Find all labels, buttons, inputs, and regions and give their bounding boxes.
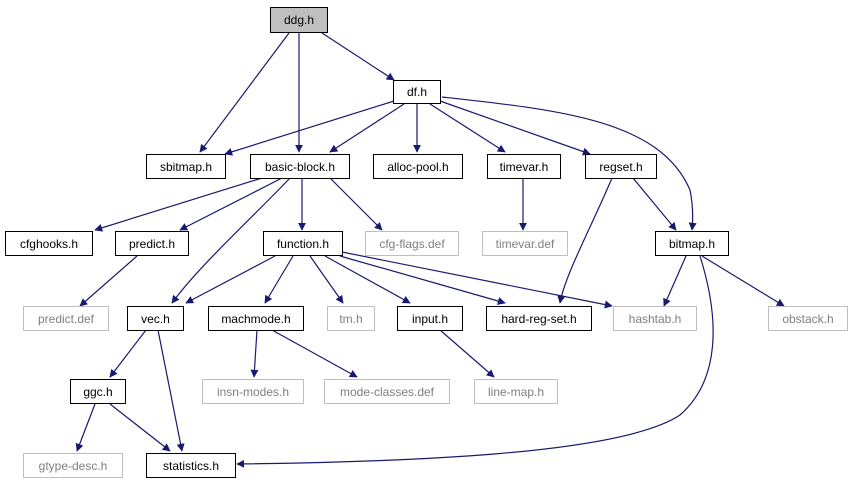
edge-regset-to-hard-reg-set [557,177,613,304]
edge-basic-block-to-vec [171,177,291,304]
node-statistics-h[interactable]: statistics.h [146,453,236,478]
node-sbitmap-h[interactable]: sbitmap.h [146,154,226,179]
edge-function-to-tm [309,255,344,304]
node-insn-modes-h[interactable]: insn-modes.h [202,379,304,404]
node-hard-reg-set-h[interactable]: hard-reg-set.h [486,306,592,331]
edge-ggc-to-statistics [109,403,171,452]
node-basic-block-h[interactable]: basic-block.h [250,154,350,179]
edge-function-to-hashtab [341,251,613,309]
node-cfg-flags-def[interactable]: cfg-flags.def [365,231,459,256]
node-vec-h[interactable]: vec.h [127,306,184,331]
edge-function-to-input [324,255,411,304]
edge-df-to-basic-block [329,103,405,153]
edge-vec-to-ggc [109,329,147,378]
edge-df-to-bitmap [441,96,697,231]
node-ddg-h[interactable]: ddg.h [270,7,328,33]
edge-df-to-regset [439,100,591,156]
node-line-map-h[interactable]: line-map.h [474,379,558,404]
edge-ddg-to-df [321,32,395,81]
node-tm-h[interactable]: tm.h [327,306,375,331]
node-obstack-h[interactable]: obstack.h [768,306,848,331]
edge-bitmap-to-statistics [236,255,714,468]
node-timevar-h[interactable]: timevar.h [487,154,561,179]
edge-regset-to-bitmap [632,177,677,231]
node-mode-classes-def[interactable]: mode-classes.def [324,379,450,404]
node-df-h[interactable]: df.h [393,80,441,104]
edge-input-to-line-map [439,329,495,378]
node-predict-h[interactable]: predict.h [115,231,189,256]
node-function-h[interactable]: function.h [263,231,343,256]
edge-bitmap-to-obstack [701,255,785,307]
node-input-h[interactable]: input.h [397,306,463,331]
node-machmode-h[interactable]: machmode.h [208,306,304,331]
edge-machmode-to-mode-classes [271,329,358,378]
edge-predict-to-predict-def [79,255,138,307]
node-cfghooks-h[interactable]: cfghooks.h [5,231,93,256]
edge-function-to-hard-reg-set [339,255,506,305]
edge-vec-to-statistics [157,329,185,452]
edge-machmode-to-insn-modes [250,329,259,378]
edge-basic-block-to-cfg-flags [329,177,383,231]
node-gtype-desc-h[interactable]: gtype-desc.h [23,453,123,478]
node-regset-h[interactable]: regset.h [585,154,657,179]
node-bitmap-h[interactable]: bitmap.h [655,231,729,256]
edge-ddg-to-sbitmap [199,32,290,153]
node-timevar-def[interactable]: timevar.def [482,231,568,256]
edge-function-to-vec [185,255,276,304]
edge-df-to-sbitmap [224,100,395,156]
node-predict-def[interactable]: predict.def [23,306,109,331]
node-ggc-h[interactable]: ggc.h [70,379,126,404]
edge-basic-block-to-cfghooks [94,177,263,232]
edge-function-to-machmode [264,255,294,304]
edge-df-to-timevar [429,103,506,153]
node-hashtab-h[interactable]: hashtab.h [613,306,697,331]
edge-basic-block-to-predict [179,177,283,231]
edge-bitmap-to-hashtab [663,255,687,307]
edge-ggc-to-gtype-desc [75,403,96,452]
node-alloc-pool-h[interactable]: alloc-pool.h [373,154,463,179]
